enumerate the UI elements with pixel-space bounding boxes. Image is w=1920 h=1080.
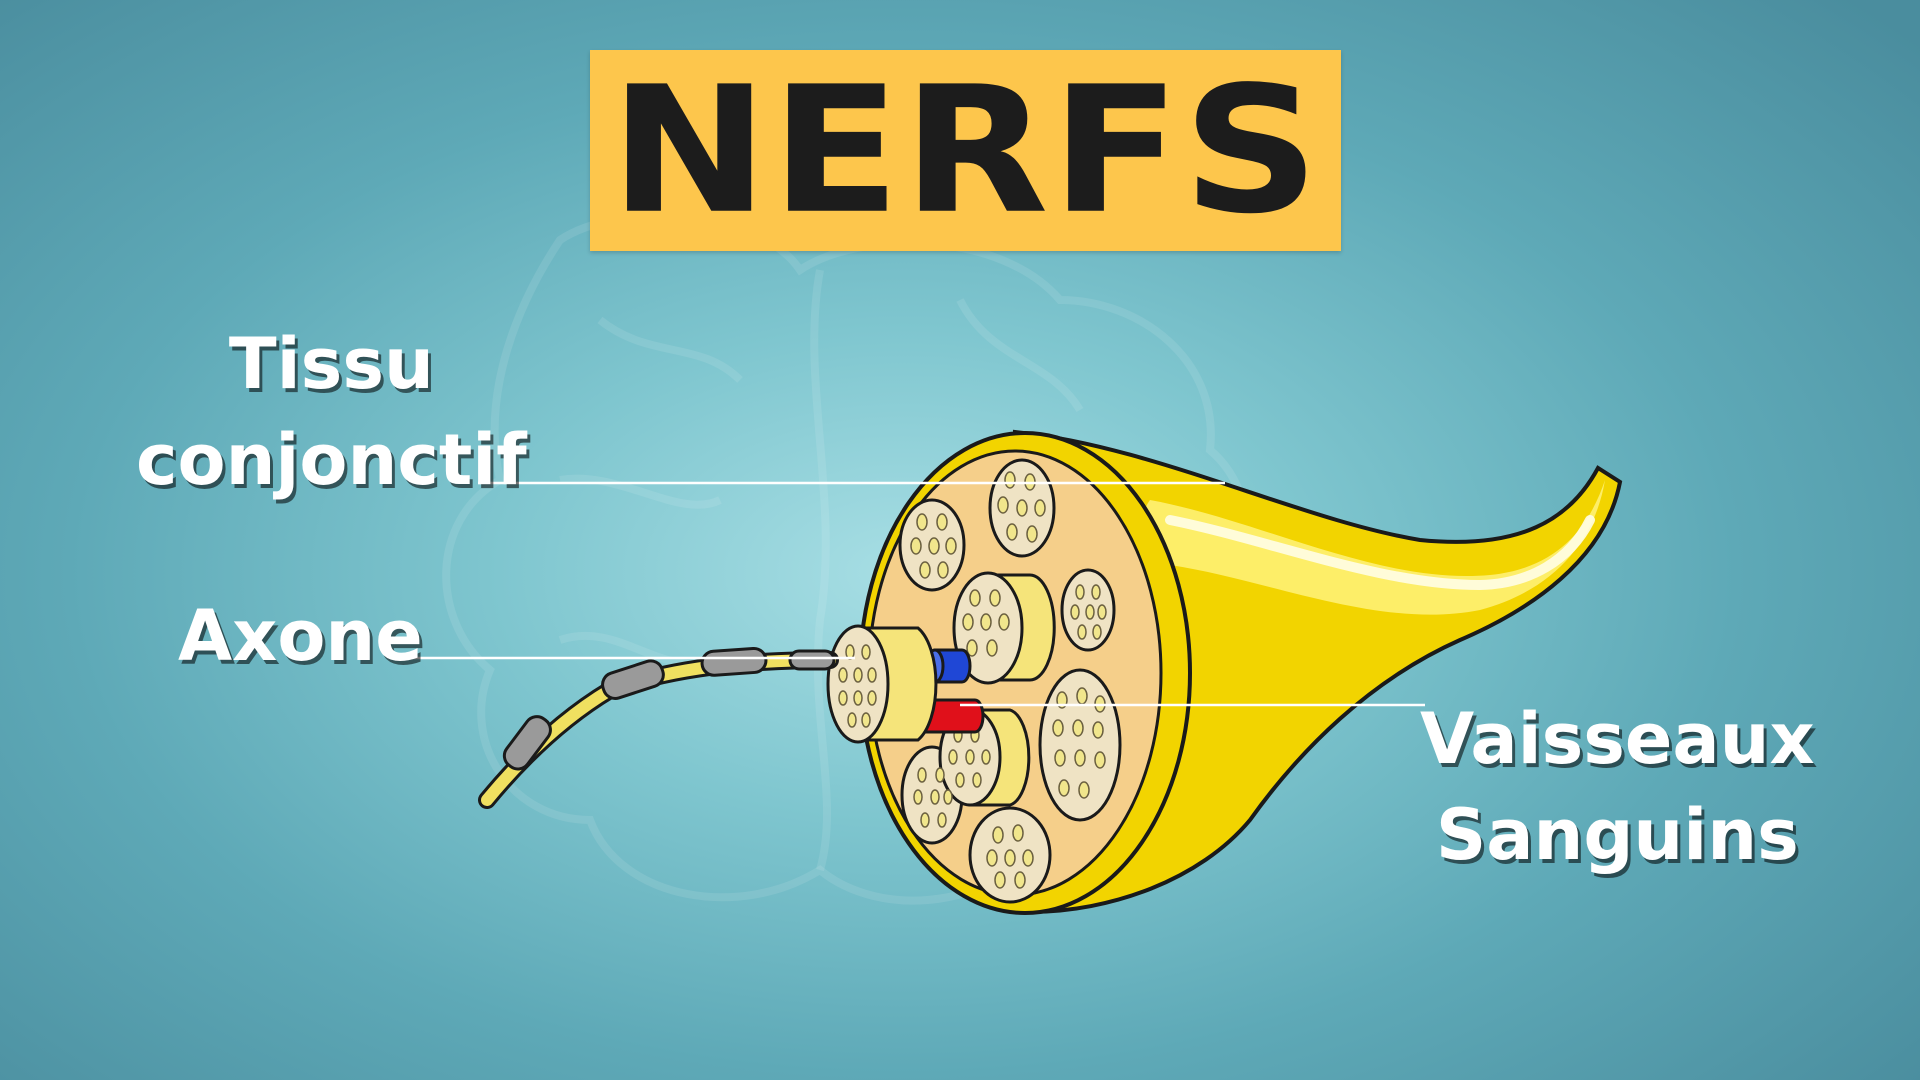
myelinated-axon: [478, 646, 839, 809]
label-blood-vessels-line2: Sanguins: [1435, 794, 1799, 876]
label-blood-vessels: Vaisseaux Sanguins: [1420, 691, 1815, 883]
myelin-segment: [502, 715, 552, 771]
fascicle: [826, 624, 890, 744]
leader-lines: [405, 481, 1425, 707]
axon-dots: [838, 644, 877, 728]
axon-dots: [910, 471, 1107, 889]
label-axon: Axone: [178, 595, 423, 677]
myelin-segment: [700, 646, 768, 677]
sheath-shine: [1165, 515, 1595, 591]
myelin-segment: [788, 649, 836, 671]
label-connective-tissue-line2: conjonctif: [136, 419, 527, 501]
label-connective-tissue: Tissu conjonctif: [136, 316, 527, 508]
label-blood-vessels-line1: Vaisseaux: [1420, 698, 1815, 780]
axon-bundle: [826, 624, 938, 744]
page-title: NERFS: [609, 48, 1322, 252]
myelin-segment: [601, 659, 665, 701]
vein: [933, 648, 972, 684]
label-connective-tissue-line1: Tissu: [228, 323, 434, 405]
title-banner: NERFS: [590, 50, 1341, 251]
